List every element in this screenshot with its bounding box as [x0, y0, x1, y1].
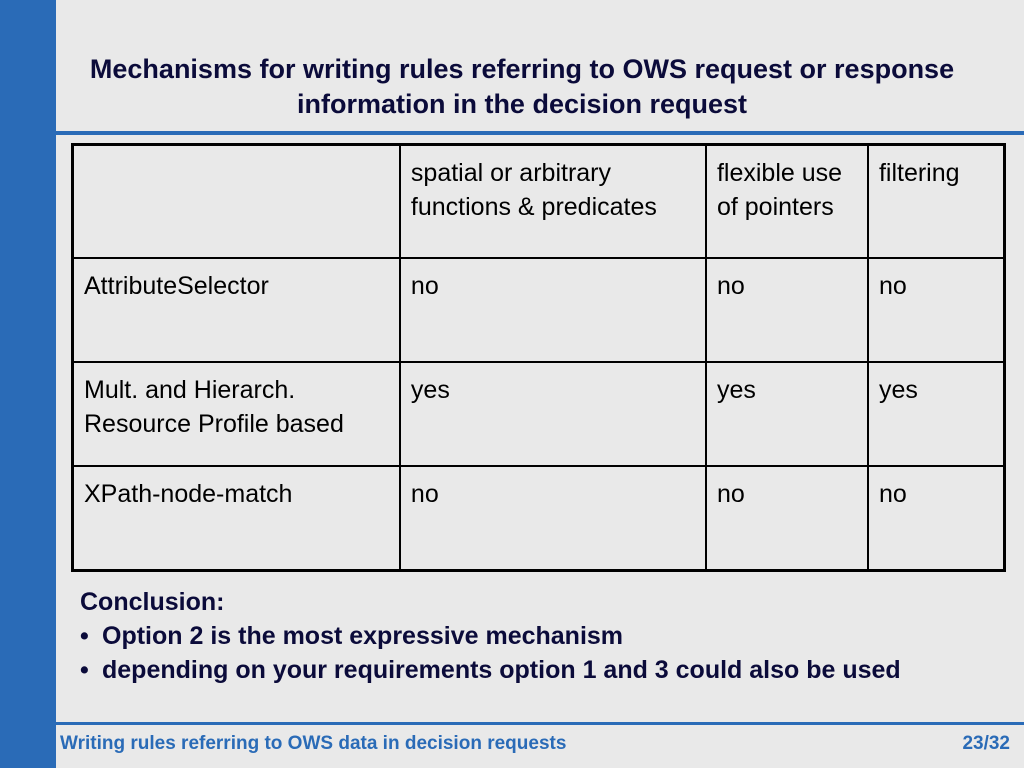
page-number: 23/32	[962, 733, 1010, 754]
table-cell: no	[704, 465, 869, 572]
bullet-text: Option 2 is the most expressive mechanis…	[102, 622, 624, 650]
bullet-icon: •	[80, 656, 89, 684]
conclusion-bullet: • Option 2 is the most expressive mechan…	[80, 619, 980, 653]
conclusion-block: Conclusion: • Option 2 is the most expre…	[80, 585, 980, 687]
table-row: AttributeSelector no no no	[71, 257, 1006, 363]
table-row: Mult. and Hierarch. Resource Profile bas…	[71, 361, 1006, 467]
table-cell: no	[398, 257, 707, 363]
table-header-cell	[71, 143, 401, 259]
table-cell: yes	[704, 361, 869, 467]
table-header-cell: filtering	[866, 143, 1006, 259]
slide-title: Mechanisms for writing rules referring t…	[89, 54, 955, 119]
table-cell: no	[398, 465, 707, 572]
table-cell: yes	[866, 361, 1006, 467]
table-cell: AttributeSelector	[71, 257, 401, 363]
conclusion-bullet: • depending on your requirements option …	[80, 653, 980, 687]
table-cell: yes	[398, 361, 707, 467]
bullet-icon: •	[80, 622, 89, 650]
left-accent-bar	[0, 0, 56, 768]
table-header-row: spatial or arbitrary functions & predica…	[71, 143, 1006, 259]
table-cell: XPath-node-match	[71, 465, 401, 572]
table-row: XPath-node-match no no no	[71, 465, 1006, 572]
table-header-cell: flexible use of pointers	[704, 143, 869, 259]
footer-title: Writing rules referring to OWS data in d…	[60, 733, 567, 754]
conclusion-heading: Conclusion:	[80, 588, 225, 616]
table-cell: no	[704, 257, 869, 363]
footer-divider	[56, 722, 1024, 725]
table-cell: Mult. and Hierarch. Resource Profile bas…	[71, 361, 401, 467]
header-divider	[56, 131, 1024, 135]
table-header-cell: spatial or arbitrary functions & predica…	[398, 143, 707, 259]
bullet-text: depending on your requirements option 1 …	[102, 656, 901, 684]
table-cell: no	[866, 465, 1006, 572]
table-cell: no	[866, 257, 1006, 363]
comparison-table: spatial or arbitrary functions & predica…	[71, 143, 1006, 572]
